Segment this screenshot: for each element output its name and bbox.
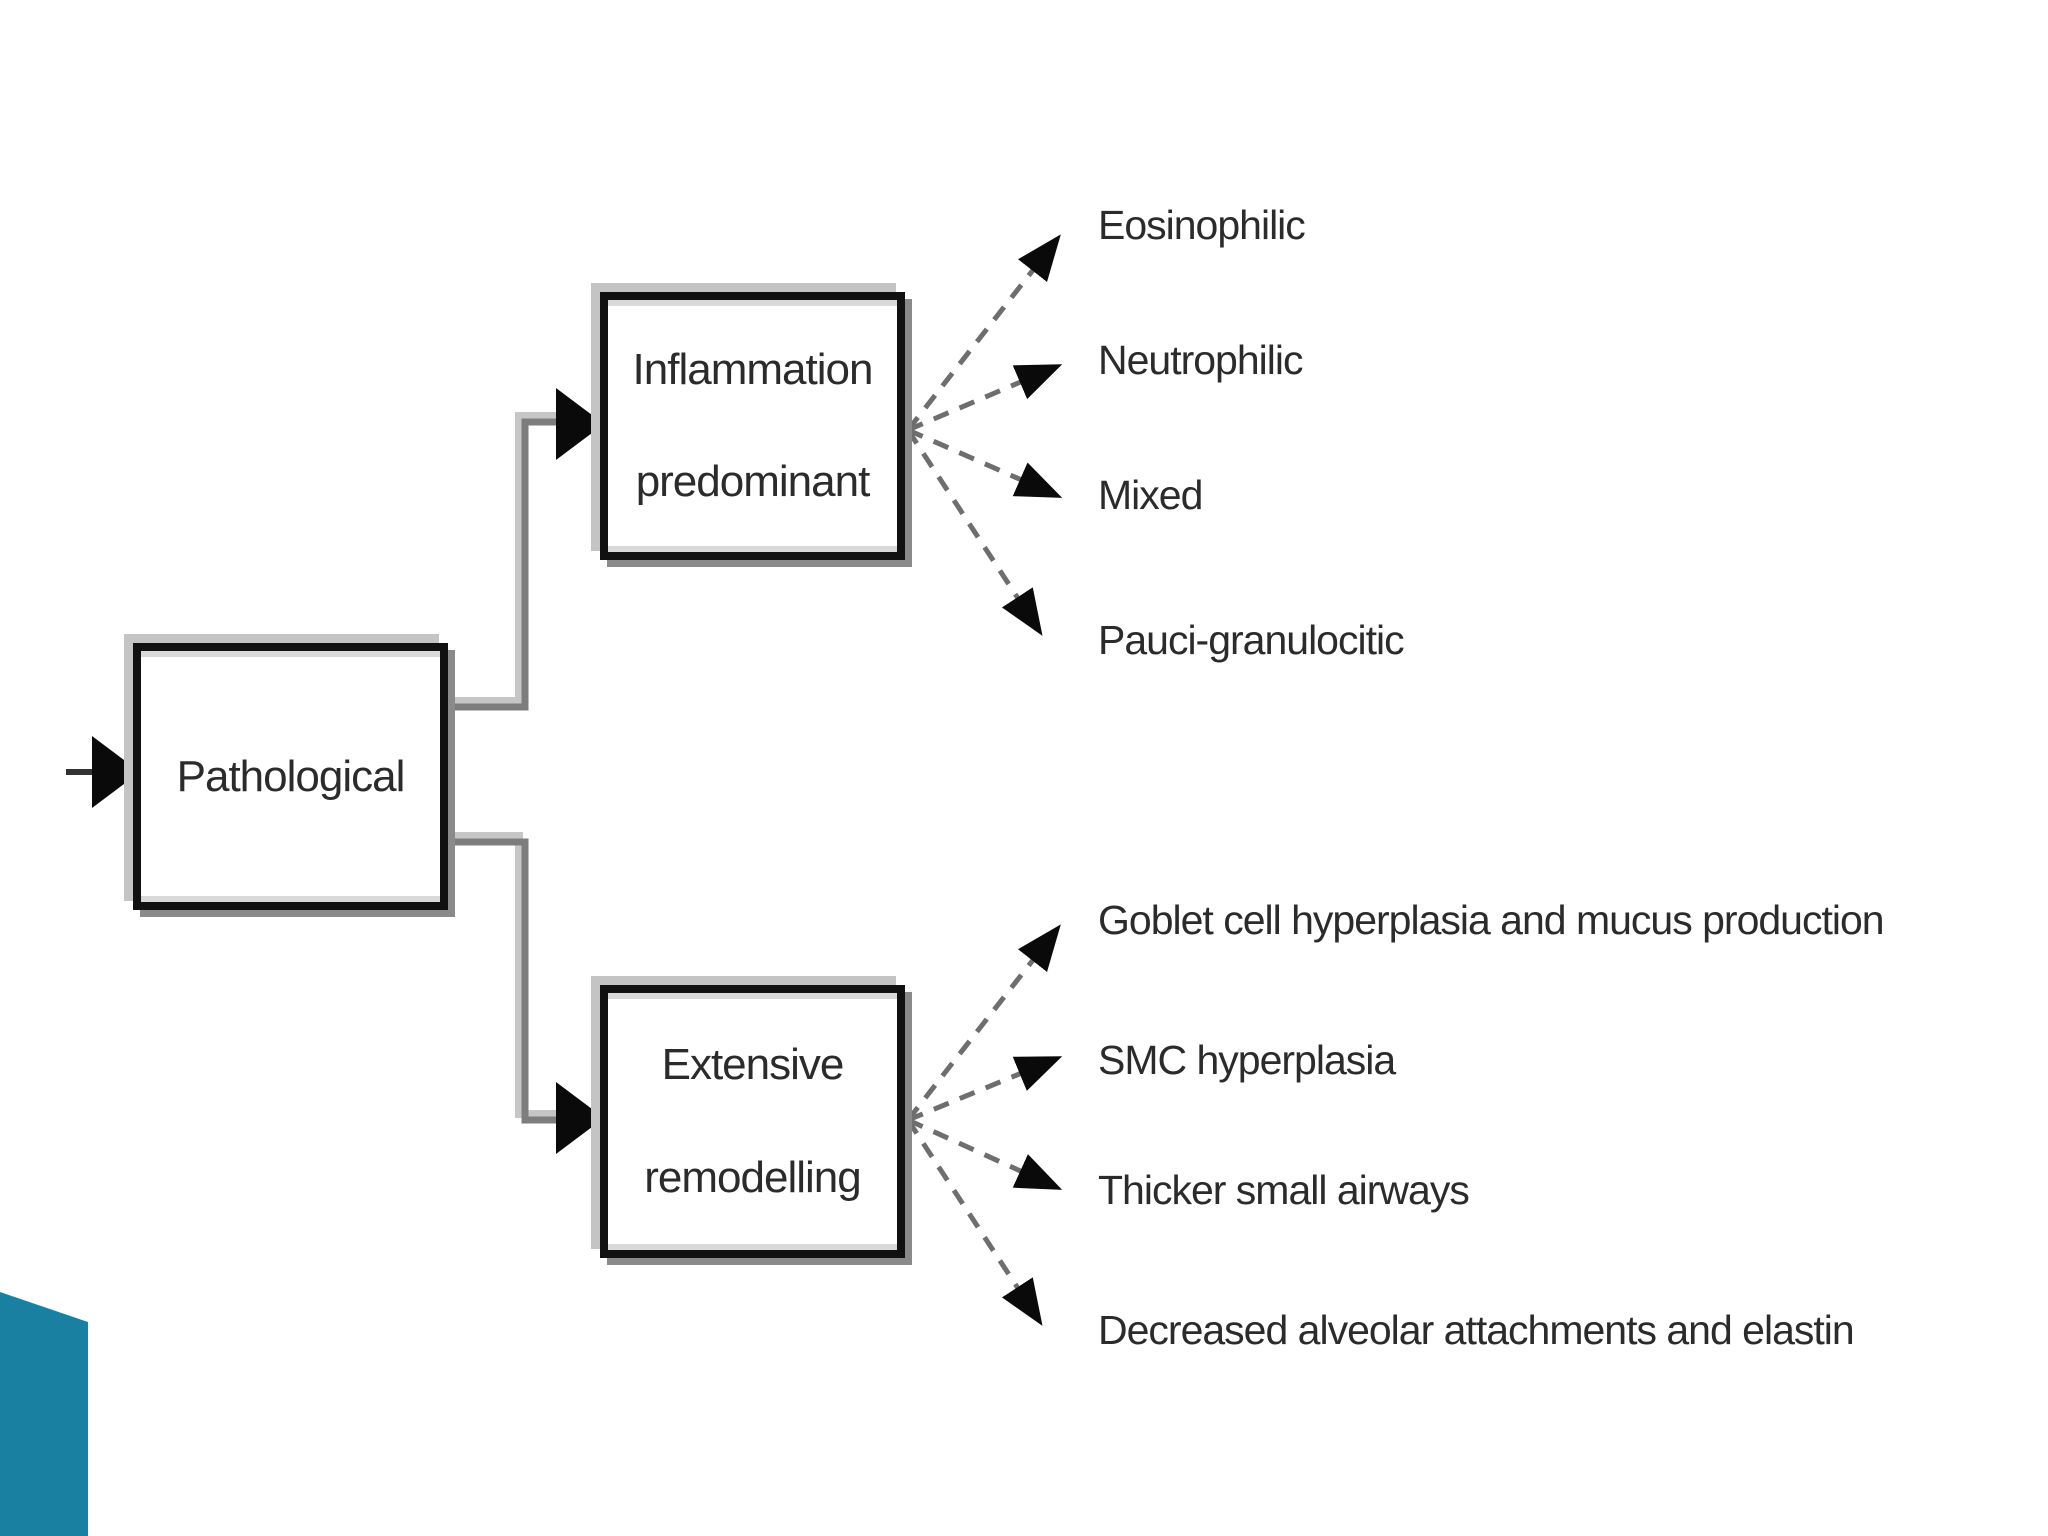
node-inflammation-predominant-label: Inflammation predominant	[632, 344, 874, 506]
dashed-arrow-decreased	[905, 1118, 1043, 1326]
node-pathological-label: Pathological	[176, 751, 406, 801]
branch-item-decreased-alveolar: Decreased alveolar attachments and elast…	[1098, 1306, 1855, 1353]
connector-upper	[452, 418, 560, 711]
connector-lower	[452, 838, 560, 1124]
dashed-arrow-goblet	[906, 924, 1061, 1122]
node-extensive-remodelling: Extensive remodelling	[600, 985, 905, 1258]
node-extensive-remodelling-label: Extensive remodelling	[644, 1040, 861, 1202]
branch-item-neutrophilic: Neutrophilic	[1098, 336, 1303, 383]
node-inflammation-predominant: Inflammation predominant	[600, 292, 905, 560]
dashed-arrow-pauci-granulocitic	[905, 428, 1043, 636]
branch-item-thicker-small-airways: Thicker small airways	[1098, 1166, 1470, 1213]
branch-item-smc-hyperplasia: SMC hyperplasia	[1098, 1036, 1396, 1083]
branch-item-goblet-cell-hyperplasia: Goblet cell hyperplasia and mucus produc…	[1098, 896, 1885, 943]
connector-upper-highlight	[448, 412, 558, 705]
lower-branch-arrowhead-icon	[556, 1082, 604, 1154]
branch-item-pauci-granulocitic: Pauci-granulocitic	[1098, 616, 1405, 663]
branch-item-mixed: Mixed	[1098, 471, 1203, 518]
upper-branch-arrowhead-icon	[556, 388, 604, 460]
entry-arrowhead-icon	[92, 736, 140, 808]
branch-item-eosinophilic: Eosinophilic	[1098, 201, 1306, 248]
corner-accent-shape	[0, 1292, 88, 1536]
node-pathological: Pathological	[133, 643, 448, 910]
dashed-arrow-eosinophilic	[906, 234, 1061, 432]
connector-lower-highlight	[448, 832, 558, 1118]
